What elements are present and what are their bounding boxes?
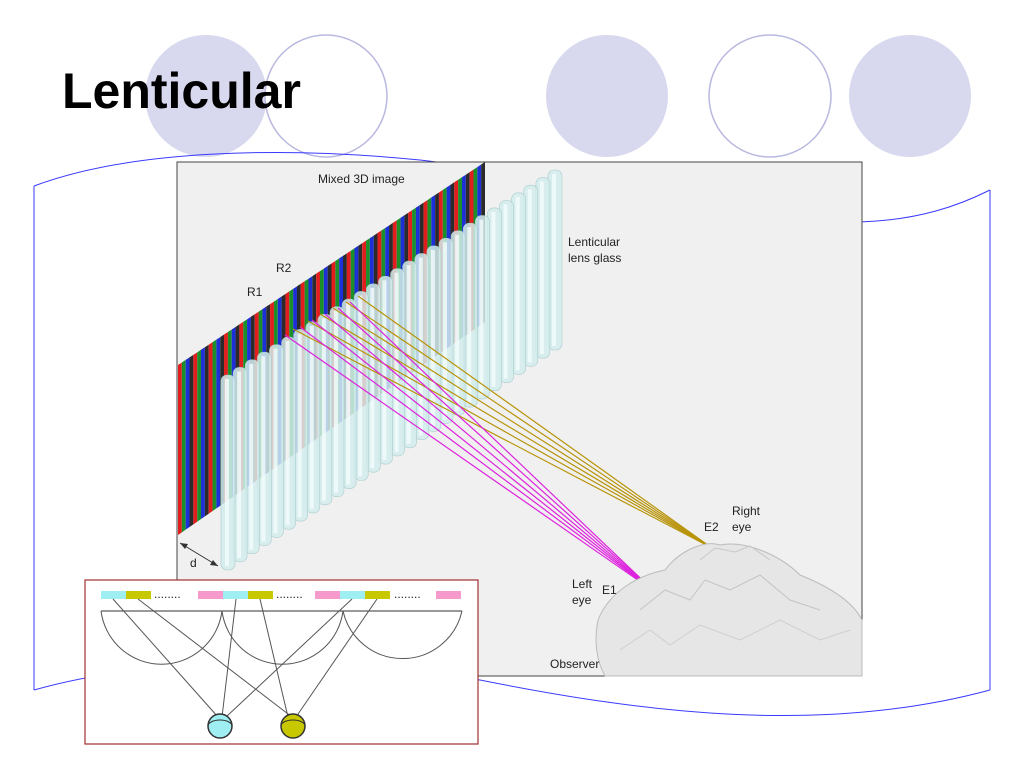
left-eye-ray [311, 319, 656, 593]
lens-cylinder [305, 321, 321, 514]
left-eye-ray [284, 334, 656, 593]
lens-cylinder [390, 268, 405, 457]
inset-pixel-yellow [365, 591, 390, 599]
right-eye-label-line1: Right [732, 504, 761, 518]
inset-pixel-cyan [101, 591, 126, 599]
inset-pixel-pink [198, 591, 223, 599]
pixel-stripe [197, 349, 202, 522]
inset-pixel-cyan [340, 591, 365, 599]
inset-dots: ........ [394, 587, 421, 601]
e2-label: E2 [704, 520, 719, 534]
inset-pixel-strip: ........ ........ ........ [101, 587, 461, 601]
decor-circle-1 [145, 35, 267, 157]
r2-label: R2 [276, 261, 292, 275]
pixel-stripe [201, 347, 205, 520]
lens-cylinder [220, 374, 236, 571]
right-eye-ray [332, 307, 713, 549]
pixel-stripe [181, 359, 186, 533]
inset-lens-arcs [100, 610, 463, 665]
r1-label: R1 [247, 285, 263, 299]
decor-circle-5 [849, 35, 971, 157]
right-eye-ray [357, 295, 713, 549]
right-eye-label-line2: eye [732, 520, 752, 534]
pixel-stripe [216, 337, 221, 509]
inset-pixel-pink [436, 591, 461, 599]
inset-pixel-cyan [223, 591, 248, 599]
d-arrow [179, 542, 219, 567]
left-eye-label-line2: eye [572, 593, 592, 607]
d-label: d [190, 556, 197, 570]
d-arrowhead-2 [210, 560, 218, 566]
slide-title: Lenticular [62, 63, 301, 119]
inset-frame [84, 579, 479, 745]
left-eye-ray [337, 307, 656, 593]
observer-head [595, 543, 863, 677]
right-eye-ray [292, 328, 713, 549]
inset-dots: ........ [154, 587, 181, 601]
pixel-stripe [178, 362, 182, 535]
left-eye-ray [299, 326, 656, 593]
inset-pixel-yellow [248, 591, 273, 599]
left-eye-ray [324, 313, 656, 593]
d-arrowhead-1 [180, 543, 188, 549]
pixel-stripe [208, 342, 213, 514]
right-eye-ray [345, 301, 713, 549]
inset-pixel-pink [315, 591, 340, 599]
e1-label: E1 [602, 583, 617, 597]
light-rays [284, 295, 713, 593]
decor-circle-2 [264, 34, 388, 158]
lens-cylinder [523, 184, 539, 367]
lens-label-line2: lens glass [568, 251, 621, 265]
left-eye-ray [349, 301, 656, 593]
lens-cylinder [293, 329, 308, 522]
decor-circle-3 [546, 35, 668, 157]
inset-rays [112, 598, 378, 718]
right-eye-ray [307, 320, 713, 549]
lens-cylinder [511, 192, 526, 375]
right-eye-ray [319, 313, 713, 549]
inset-dots: ........ [276, 587, 303, 601]
pixel-stripe [185, 357, 190, 530]
mixed-image-label: Mixed 3D image [318, 172, 405, 186]
pixel-stripe [189, 354, 194, 528]
inset-left-eye [207, 713, 233, 739]
left-eye-label-line1: Left [572, 577, 593, 591]
pixel-stripe [193, 352, 198, 525]
lens-label-line1: Lenticular [568, 235, 620, 249]
pixel-stripe [212, 339, 217, 512]
pixel-stripe [204, 344, 209, 517]
inset-right-eye [280, 713, 306, 739]
decor-circle-4 [708, 34, 832, 158]
inset-pixel-yellow [126, 591, 151, 599]
observer-label: Observer [550, 657, 599, 671]
